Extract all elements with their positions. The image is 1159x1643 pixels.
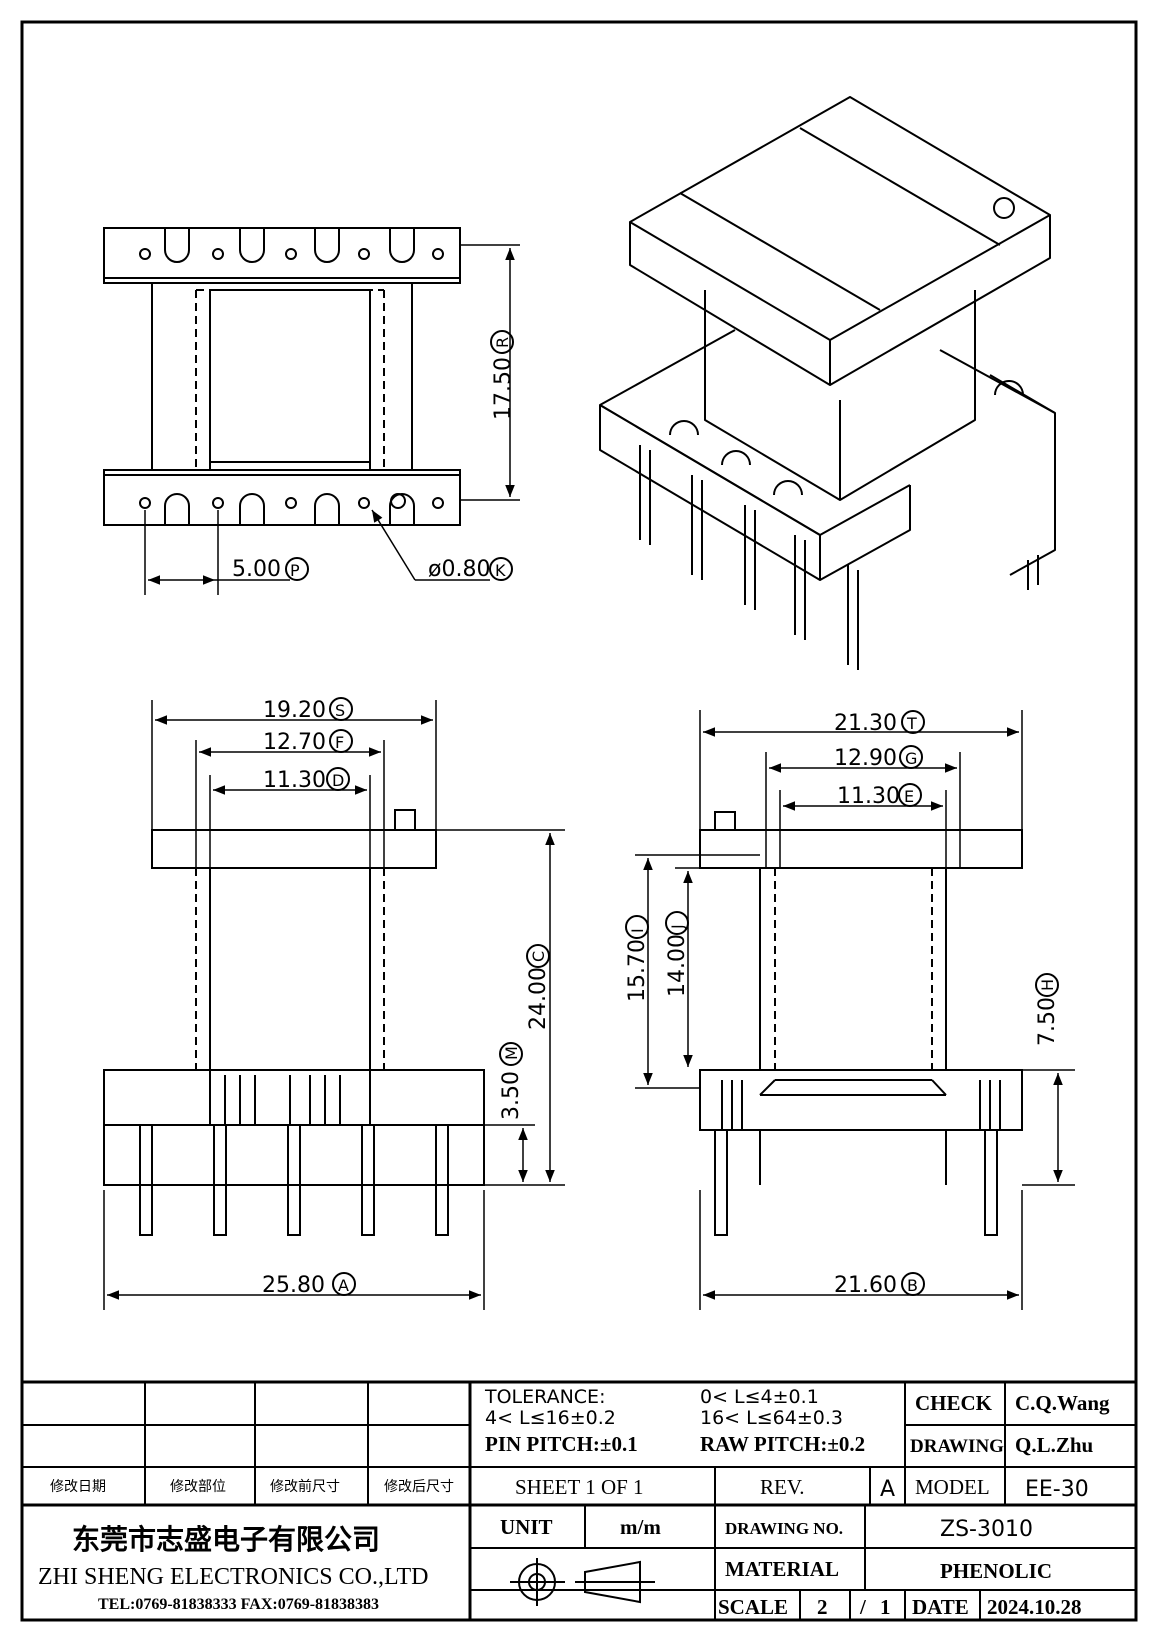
tag-k: K [495,561,506,580]
dim-pin-dia: ø0.80 [428,557,490,582]
dim-a: 25.80 [262,1273,325,1298]
dim-lines-front [103,700,565,1310]
tolerance-2: 4< L≤16±0.2 [485,1407,616,1429]
dim-pitch: 5.00 [232,557,281,582]
drawing-value: Q.L.Zhu [1015,1433,1094,1457]
unit-label: UNIT [500,1515,553,1539]
material-label: MATERIAL [725,1557,839,1581]
dim-s: 19.20 [263,698,326,723]
dim-c: 24.00 [526,967,551,1030]
scale-sep: / [859,1595,867,1619]
company-cn: 东莞市志盛电子有限公司 [72,1523,380,1556]
dim-j: 14.00 [665,934,690,997]
title-block-grid [22,1380,1136,1620]
tolerance-3: 16< L≤64±0.3 [700,1407,843,1429]
front-view-labels: 19.20 S 12.70 F 11.30 D 25.80 A 24.00 C … [262,697,551,1298]
tag-a: A [338,1276,349,1295]
tag-p: P [290,561,300,580]
dim-lines-side [635,710,1075,1310]
tag-d: D [332,771,344,790]
top-view [103,227,461,526]
unit-value: m/m [620,1515,661,1539]
company-contact: TEL:0769-81838333 FAX:0769-81838383 [98,1596,379,1613]
top-view-labels: 5.00 P ø0.80 K 17.50 R [232,330,516,582]
tag-e: E [904,787,914,806]
tag-b: B [907,1276,918,1295]
tag-t: T [906,714,917,733]
dim-t: 21.30 [834,711,897,736]
rev-header-after: 修改后尺寸 [384,1479,454,1495]
rev-header-part: 修改部位 [170,1479,226,1495]
dim-f: 12.70 [263,730,326,755]
rev-value: A [880,1477,895,1502]
scale-num: 2 [817,1595,828,1619]
tag-c: C [529,951,548,962]
tag-i: I [628,928,647,933]
tag-s: S [335,701,345,720]
tag-m: M [502,1046,521,1060]
tolerance-label: TOLERANCE: [484,1386,605,1408]
tag-circle [285,557,309,581]
material-value: PHENOLIC [940,1559,1052,1583]
pin-pitch: PIN PITCH:±0.1 [485,1432,638,1456]
dim-g: 12.90 [834,746,897,771]
check-label: CHECK [915,1391,993,1415]
drawing-no-label: DRAWING NO. [725,1519,843,1538]
scale-label: SCALE [718,1595,788,1619]
rev-header-before: 修改前尺寸 [270,1478,340,1495]
dim-m: 3.50 [499,1071,524,1120]
isometric-view [599,96,1056,670]
drawing-label: DRAWING [910,1436,1004,1457]
scale-den: 1 [880,1595,891,1619]
title-block-text: 修改日期 修改部位 修改前尺寸 修改后尺寸 TOLERANCE: 0< L≤4±… [38,1386,1110,1619]
check-value: C.Q.Wang [1015,1391,1110,1415]
tag-r: R [493,337,512,348]
front-view [103,809,485,1236]
side-view [699,811,1023,1236]
company-en: ZHI SHENG ELECTRONICS CO.,LTD [38,1564,428,1590]
tag-f: F [335,733,344,752]
model-label: MODEL [915,1475,990,1499]
tag-j: J [668,924,687,930]
dim-h: 7.50 [1035,997,1060,1046]
tag-h: H [1038,979,1057,991]
drawing-no-value: ZS-3010 [940,1517,1033,1542]
dim-e: 11.30 [837,784,900,809]
sheet-label: SHEET 1 OF 1 [515,1475,644,1499]
rev-label: REV. [760,1475,805,1499]
dim-b: 21.60 [834,1273,897,1298]
side-view-labels: 21.30 T 12.90 G 11.30 E 21.60 B 15.70 I … [625,710,1060,1298]
date-label: DATE [912,1595,969,1619]
rev-header-date: 修改日期 [50,1479,106,1495]
tag-g: G [905,749,917,768]
raw-pitch: RAW PITCH:±0.2 [700,1432,865,1456]
dim-d: 11.30 [263,768,326,793]
model-value: EE-30 [1025,1477,1089,1502]
dim-i: 15.70 [625,939,650,1002]
tolerance-1: 0< L≤4±0.1 [700,1386,819,1408]
projection-symbol [510,1558,655,1606]
dim-lines-top [144,244,520,595]
dim-height-top: 17.50 [491,357,516,420]
sheet-border [20,20,1138,1622]
date-value: 2024.10.28 [987,1595,1082,1619]
